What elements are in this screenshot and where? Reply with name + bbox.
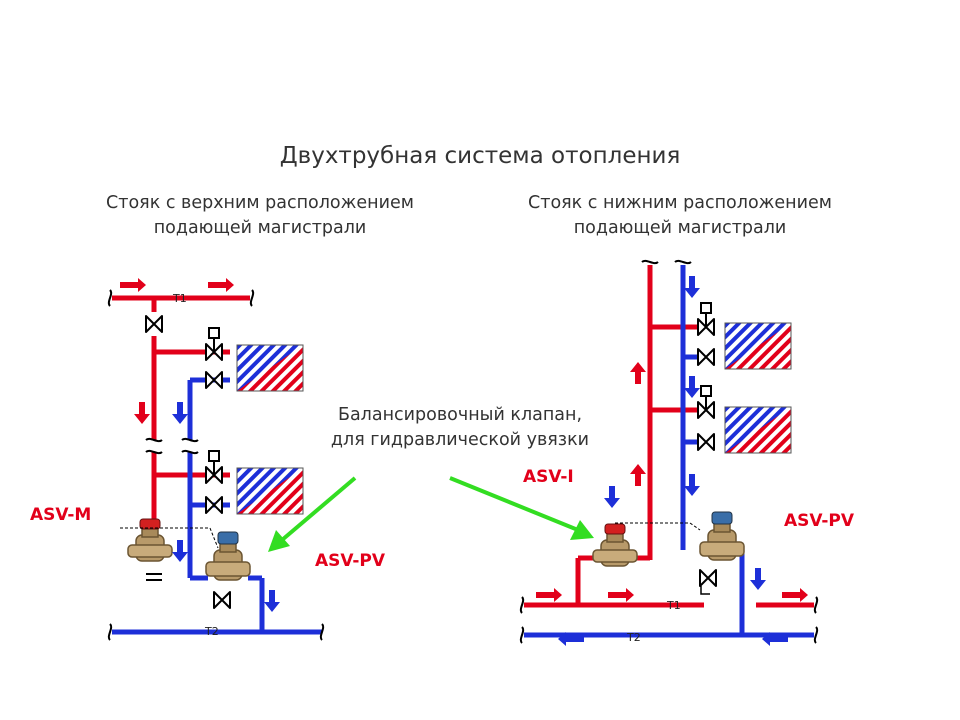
right-subtitle-line1: Стояк с нижним расположением bbox=[528, 193, 832, 213]
left-subtitle-line1: Стояк с верхним расположением bbox=[106, 193, 414, 213]
asv-pv-right-label: ASV-PV bbox=[784, 511, 854, 531]
left-scheme-subtitle: Стояк с верхним расположением подающей м… bbox=[40, 191, 480, 241]
right-supply-pipe-label: T1 bbox=[667, 599, 681, 612]
balancing-valve-callout: Балансировочный клапан, для гидравлическ… bbox=[270, 403, 650, 453]
diagram-title: Двухтрубная система отопления bbox=[279, 143, 681, 169]
callout-arrows bbox=[268, 476, 594, 552]
callout-line1: Балансировочный клапан, bbox=[337, 405, 583, 425]
right-scheme-subtitle: Стояк с нижним расположением подающей ма… bbox=[460, 191, 900, 241]
left-flow-arrows bbox=[120, 278, 280, 612]
callout-line2: для гидравлической увязки bbox=[330, 430, 590, 450]
right-subtitle-line2: подающей магистрали bbox=[573, 218, 787, 238]
right-flow-arrows bbox=[536, 276, 808, 646]
asv-m-label: ASV-M bbox=[30, 505, 92, 525]
left-subtitle-line2: подающей магистрали bbox=[153, 218, 367, 238]
right-scheme bbox=[519, 259, 819, 646]
asv-pv-left-label: ASV-PV bbox=[315, 551, 385, 571]
asv-i-label: ASV-I bbox=[523, 467, 574, 487]
left-return-pipe-label: T2 bbox=[205, 625, 219, 638]
right-return-pipe-label: T2 bbox=[627, 631, 641, 644]
left-supply-pipe-label: T1 bbox=[173, 292, 187, 305]
left-scheme bbox=[107, 278, 325, 641]
